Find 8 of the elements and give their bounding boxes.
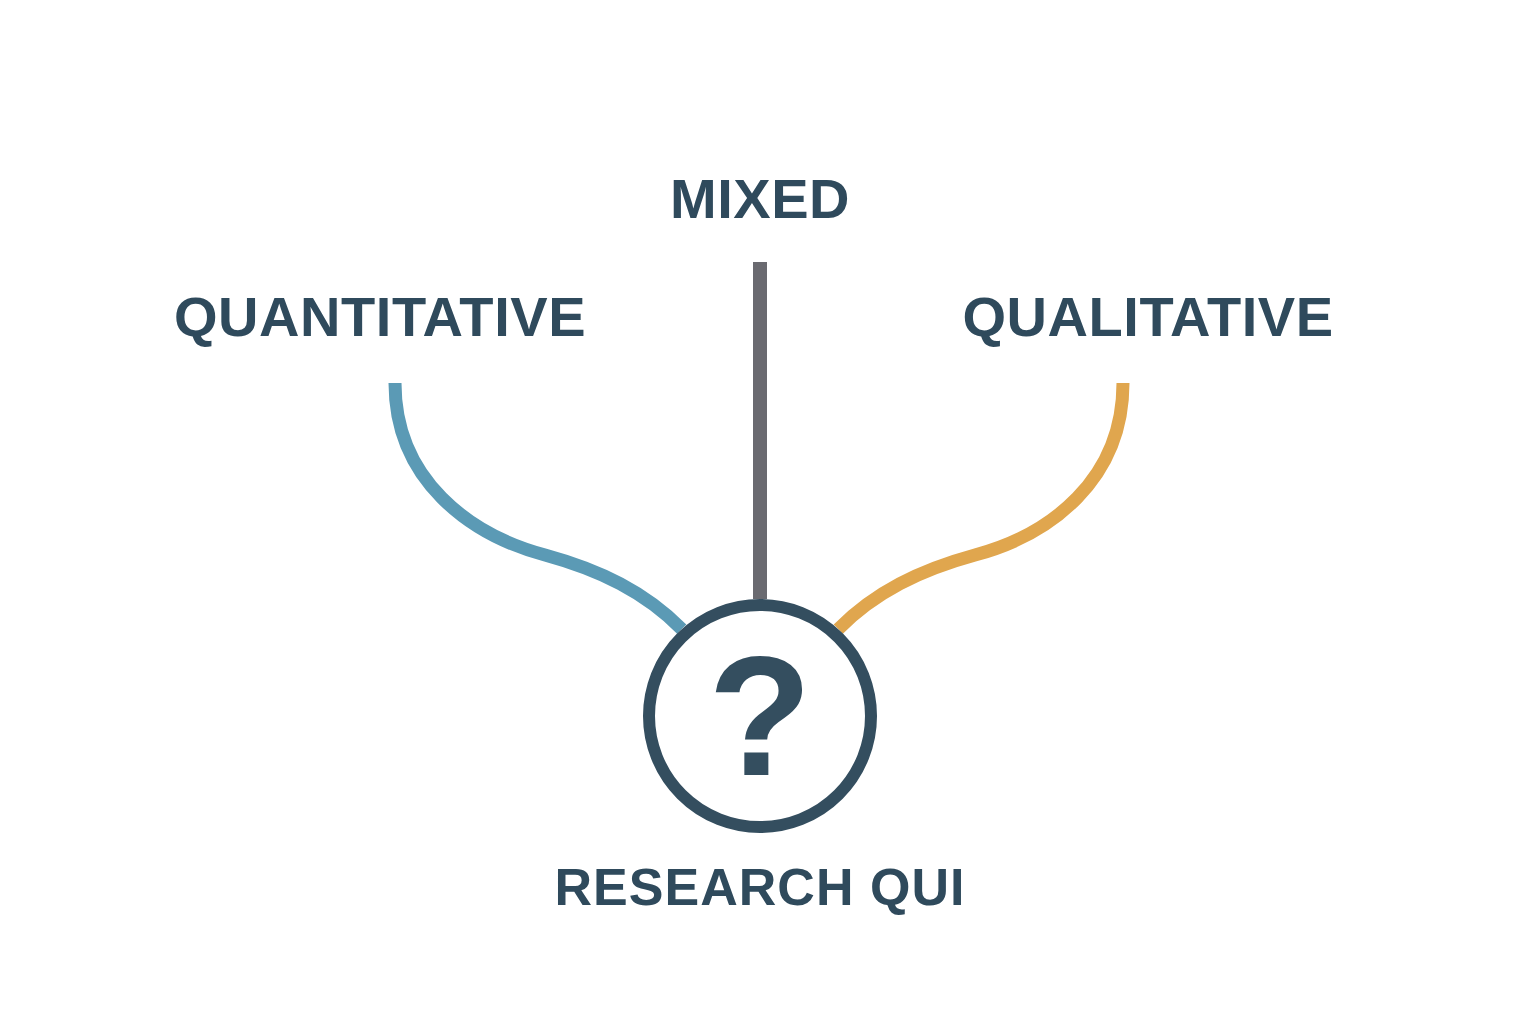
- curved-connector: [388, 382, 687, 634]
- question-mark: ?: [708, 631, 812, 801]
- category-label: MIXED: [669, 171, 851, 262]
- straight-connector: [753, 262, 767, 599]
- category-label: QUALITATIVE: [962, 289, 1334, 383]
- curved-connector: [833, 382, 1130, 634]
- circle-caption: RESEARCH QUI: [554, 861, 966, 913]
- category-label: QUANTITATIVE: [173, 289, 587, 383]
